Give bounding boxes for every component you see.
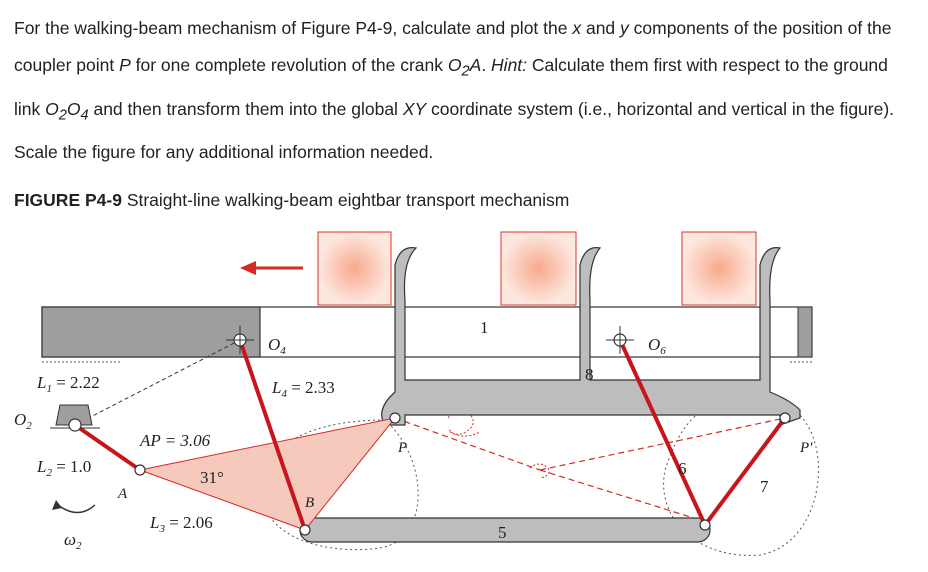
transport-box [500,231,577,306]
coupler-triangle [138,417,397,531]
ground-link-L1 [74,339,241,426]
label-P-prime: P' [799,440,813,456]
problem-statement: For the walking-beam mechanism of Figure… [14,18,895,162]
label-L2: L2 = 1.0 [36,457,91,479]
label-link-7: 7 [760,477,769,496]
label-L1: L1 = 2.22 [36,373,100,395]
pivot-O2 [50,404,100,432]
joint-A [134,464,146,476]
joint-P-prime [779,412,791,424]
label-B: B [305,495,314,511]
rocker-L4 [238,339,307,531]
label-angle: 31° [200,468,224,487]
joint-B [299,524,311,536]
label-O6: O6 [648,335,666,357]
label-link-1: 1 [480,318,489,337]
label-L4: L4 = 2.33 [271,378,335,400]
crank-L2 [73,423,142,472]
label-O4: O4 [268,335,286,357]
label-link-6: 6 [678,459,687,478]
label-AP: AP = 3.06 [139,431,211,450]
transport-box [681,231,757,306]
label-P: P [397,440,407,456]
label-link-8: 8 [585,365,594,384]
link-6 [618,339,707,526]
label-link-5: 5 [498,523,507,542]
walking-beam-8 [381,247,801,426]
rotation-arrow [57,504,96,514]
label-omega: ω2 [64,530,82,552]
sketch-mark [529,463,550,479]
joint-5-right [699,519,711,531]
link-7 [703,416,787,527]
label-L3: L3 = 2.06 [149,513,213,535]
direction-arrow [240,261,303,275]
label-O2: O2 [14,410,32,432]
transport-box [317,231,392,306]
coupler-curve [261,419,419,551]
joint-P [389,412,401,424]
label-A: A [117,486,128,502]
figure-caption: FIGURE P4-9 Straight-line walking-beam e… [14,190,570,210]
